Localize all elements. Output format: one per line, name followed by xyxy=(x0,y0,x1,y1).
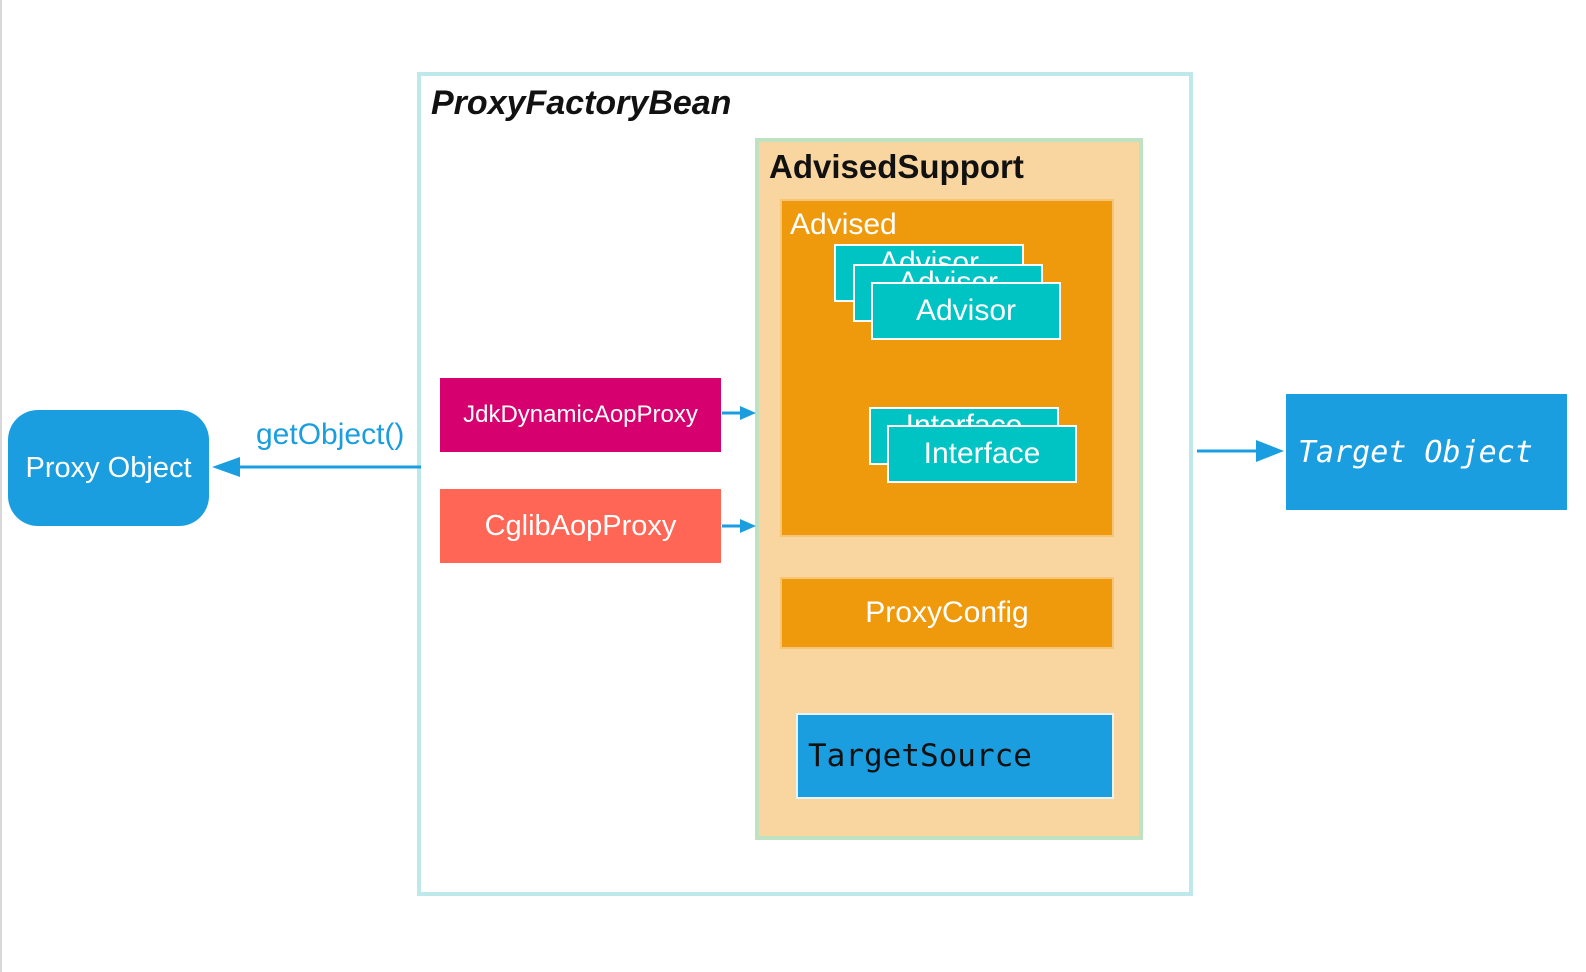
cglib-aop-proxy-box: CglibAopProxy xyxy=(440,489,721,563)
jdk-arrow-head xyxy=(740,406,756,420)
proxy-factory-bean-title: ProxyFactoryBean xyxy=(431,84,732,122)
advisor-card-front: Advisor xyxy=(871,282,1061,340)
proxy-object-box: Proxy Object xyxy=(8,410,209,526)
get-object-arrow-head xyxy=(212,457,240,477)
target-arrow-head xyxy=(1256,440,1284,462)
advised-support-title: AdvisedSupport xyxy=(769,148,1024,185)
interface-card-front: Interface xyxy=(887,425,1077,483)
cglib-arrow-head xyxy=(740,519,756,533)
left-edge-line xyxy=(0,0,2,972)
target-source-box: TargetSource xyxy=(796,713,1114,799)
target-object-box: Target Object xyxy=(1286,394,1567,510)
proxy-config-box: ProxyConfig xyxy=(780,577,1114,649)
jdk-dynamic-aop-proxy-box: JdkDynamicAopProxy xyxy=(440,378,721,452)
get-object-label: getObject() xyxy=(256,418,405,451)
advised-title: Advised xyxy=(790,208,897,241)
